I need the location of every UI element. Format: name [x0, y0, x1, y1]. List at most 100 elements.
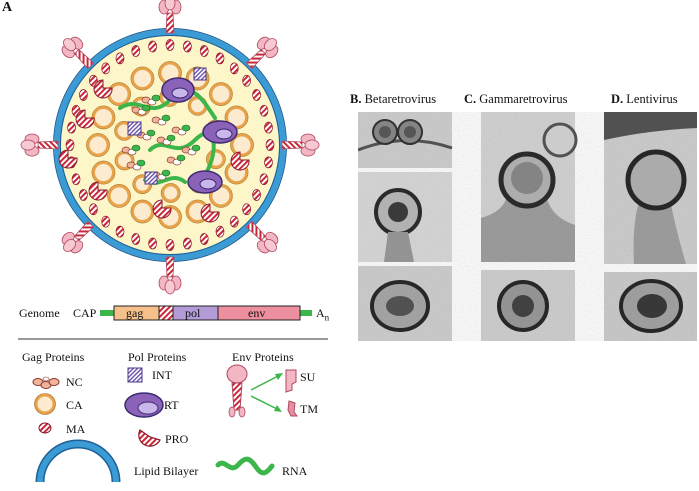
ca-protein [230, 133, 254, 157]
ca-protein [225, 105, 249, 129]
ma-protein [89, 203, 98, 216]
ma-protein [165, 39, 175, 51]
ca-protein [91, 161, 115, 185]
pro-protein [230, 151, 250, 171]
ma-protein [71, 173, 81, 186]
ca-protein [86, 133, 110, 157]
ca-protein [130, 200, 154, 224]
env-spikes [20, 0, 320, 295]
pro-protein [58, 149, 78, 169]
pro-protein [200, 203, 220, 223]
pro-protein [152, 199, 172, 219]
ca-protein [91, 105, 115, 129]
int-icon [127, 367, 143, 383]
genome-map [100, 305, 312, 321]
genome-cap: CAP [73, 306, 97, 320]
ma-protein [165, 239, 175, 251]
ma-protein [242, 203, 251, 216]
ma-protein [131, 233, 141, 245]
nc-cluster [171, 124, 191, 136]
int-protein [193, 67, 207, 81]
ma-protein [183, 237, 192, 250]
ma-protein [229, 62, 239, 75]
int-label: INT [152, 368, 172, 382]
rt-enzyme [202, 120, 238, 144]
env-spike [20, 133, 59, 157]
ma-protein [131, 45, 141, 57]
ca-protein [107, 184, 131, 208]
env-spike [158, 0, 182, 34]
ma-protein [265, 139, 275, 151]
rt-icon [124, 392, 164, 418]
ca-icon [34, 393, 56, 415]
ma-icon [38, 422, 52, 434]
ma-protein [229, 215, 239, 228]
ma-protein [101, 215, 111, 228]
ma-protein [259, 104, 269, 117]
env-segment [217, 305, 301, 321]
su-icon [285, 369, 297, 393]
rna-icon [215, 456, 275, 476]
env-spike-icon [226, 364, 248, 418]
ma-protein [259, 173, 269, 186]
rna-label: RNA [282, 464, 308, 478]
int-protein [127, 121, 142, 136]
ca-protein [209, 82, 233, 106]
pro-icon [138, 429, 161, 447]
env-spike [245, 36, 279, 70]
nc-cluster [121, 144, 141, 156]
nc-label: NC [66, 375, 83, 389]
poly-a-tail: An [316, 306, 330, 323]
lipid-bilayer-label: Lipid Bilayer [134, 464, 199, 478]
rt-label: RT [164, 398, 179, 412]
ma-label: MA [66, 422, 86, 436]
ma-protein [264, 121, 273, 134]
nc-cluster [181, 144, 201, 156]
env-spike [61, 36, 95, 70]
genome-label: Genome [19, 306, 60, 320]
ma-protein [264, 156, 273, 169]
rna-strand [148, 131, 216, 177]
tm-label: TM [300, 402, 318, 416]
env-proteins-title: Env Proteins [232, 350, 294, 364]
gag-label: gag [126, 306, 144, 320]
ma-protein [101, 62, 111, 75]
tm-icon [287, 400, 298, 417]
nc-icon [32, 376, 60, 389]
pro-protein [88, 181, 108, 201]
nc-cluster [156, 134, 176, 146]
gag-proteins-title: Gag Proteins [22, 350, 85, 364]
nc-cluster [126, 159, 146, 171]
ma-protein [215, 52, 225, 65]
pro-proteins [58, 79, 250, 223]
ma-protein [183, 40, 192, 53]
panel-d-header: D. Lentivirus [611, 92, 678, 106]
nc-cluster [141, 94, 161, 106]
ma-proteins [65, 39, 275, 251]
pro-label: PRO [165, 432, 189, 446]
pro-protein [93, 79, 113, 99]
ma-protein [199, 233, 209, 245]
pol-proteins-title: Pol Proteins [128, 350, 187, 364]
ma-protein [252, 89, 261, 101]
pro-protein [75, 109, 95, 129]
env-spike [245, 220, 279, 254]
lipid-bilayer-icon [35, 439, 121, 483]
ma-protein [79, 89, 88, 101]
ca-label: CA [66, 398, 83, 412]
ma-protein [148, 237, 157, 250]
ma-protein [199, 45, 209, 57]
ma-protein [215, 225, 225, 238]
ma-protein [252, 189, 261, 201]
panel-c-header: C. Gammaretrovirus [464, 92, 568, 106]
panel-a-letter: A [2, 0, 13, 15]
ma-protein [242, 74, 251, 87]
rt-enzyme [161, 77, 195, 103]
ca-protein [130, 66, 154, 90]
su-label: SU [300, 370, 316, 384]
ca-protein [161, 183, 181, 203]
ma-protein [79, 189, 88, 201]
ma-protein [67, 121, 76, 134]
env-spike [281, 133, 320, 157]
